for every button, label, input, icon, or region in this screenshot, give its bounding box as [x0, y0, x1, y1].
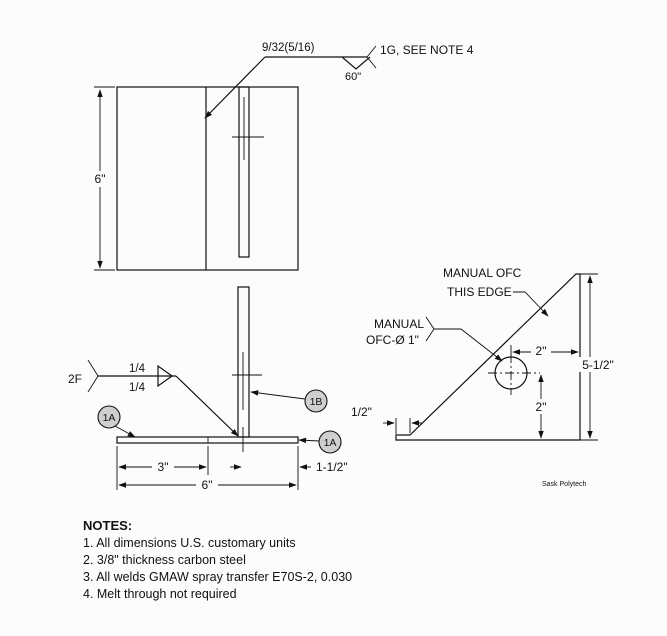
notes-heading: NOTES:: [83, 518, 133, 533]
weld-symbol-fillet: 2F 1/4 1/4: [68, 359, 239, 437]
gusset-height-dim-label: 5-1/2": [582, 358, 614, 372]
note-item: 1. All dimensions U.S. customary units: [83, 536, 296, 550]
fillet-size-above: 1/4: [129, 363, 146, 375]
note-item: 3. All welds GMAW spray transfer E70S-2,…: [83, 570, 353, 584]
top-view-stiffener-slot: [238, 86, 250, 258]
weld-tail-fillet: 2F: [68, 372, 82, 386]
groove-symbol: [341, 56, 371, 70]
fillet-size-below: 1/4: [129, 382, 146, 394]
front-view-base-plate: [116, 436, 299, 444]
credit-label: Sask Polytech: [542, 481, 587, 488]
callout-1a-right: 1A: [298, 430, 342, 454]
height-dim-label: 6": [95, 172, 106, 186]
svg-text:1A: 1A: [103, 412, 116, 424]
top-view-plate: [116, 86, 299, 271]
svg-text:1A: 1A: [324, 437, 337, 449]
offset-dim-label: 1-1/2": [316, 460, 348, 474]
notes-block: NOTES: 1. All dimensions U.S. customary …: [83, 517, 643, 603]
weld-symbol-top: 9/32(5/16) 60" 1G, SEE NOTE 4: [204, 42, 474, 119]
hole-v-dim-label: 2": [536, 400, 547, 414]
ofc-edge-label-2: THIS EDGE: [447, 285, 512, 299]
base-full-dim-label: 6": [202, 478, 213, 492]
notes-list: 1. All dimensions U.S. customary units 2…: [83, 535, 643, 603]
top-view: 6" 9/32(5/16) 60" 1G, SEE NOTE 4: [89, 42, 474, 271]
note-item: 4. Melt through not required: [83, 587, 237, 601]
ofc-hole-label-2: OFC-Ø 1": [366, 333, 419, 347]
gusset-view: 2" 2" 5-1/2" 1/2" MANUAL OFC THIS EDGE M…: [351, 266, 622, 441]
ofc-edge-label-1: MANUAL OFC: [443, 266, 522, 280]
front-view: 2F 1/4 1/4 1A 1A 1B 3" 6": [68, 286, 348, 492]
groove-angle: 60": [345, 71, 361, 83]
base-half-dim-label: 3": [158, 460, 169, 474]
note-item: 2. 3/8" thickness carbon steel: [83, 553, 246, 567]
weld-tail-top: 1G, SEE NOTE 4: [380, 43, 474, 57]
weld-size-top: 9/32(5/16): [262, 42, 315, 54]
callout-1a-left: 1A: [97, 405, 136, 438]
edge-offset-label: 1/2": [351, 405, 372, 419]
svg-text:1B: 1B: [310, 396, 323, 408]
hole-h-dim-label: 2": [536, 344, 547, 358]
front-view-stiffener: [237, 286, 250, 438]
ofc-hole-label-1: MANUAL: [374, 317, 424, 331]
callout-1b: 1B: [250, 389, 328, 413]
